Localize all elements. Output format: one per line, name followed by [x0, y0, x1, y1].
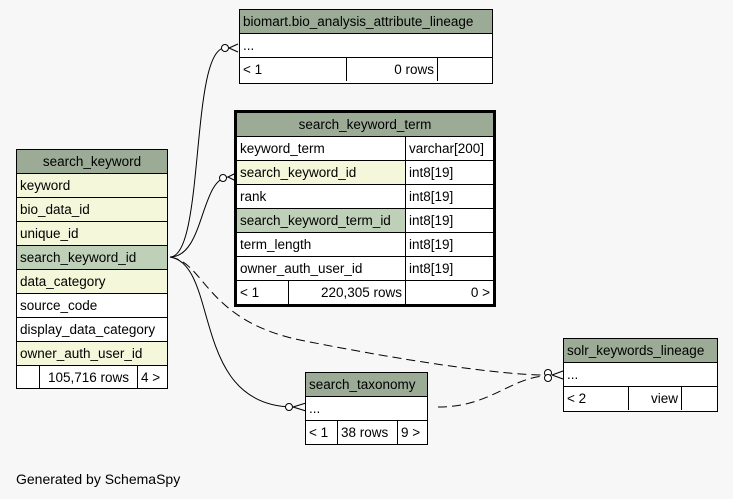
table-stats: < 2 view [564, 387, 717, 410]
column-type: int8[19] [405, 257, 493, 280]
table-search-keyword-term[interactable]: search_keyword_term keyword_term varchar… [234, 110, 496, 307]
table-row: display_data_category [17, 318, 167, 342]
table-row: source_code [17, 294, 167, 318]
row-count: 105,716 rows [39, 366, 137, 389]
table-title[interactable]: search_keyword [17, 150, 167, 174]
column-name: search_keyword_term_id [237, 209, 405, 232]
table-title[interactable]: search_taxonomy [306, 373, 427, 397]
table-search-taxonomy[interactable]: search_taxonomy ... < 1 38 rows 9 > [305, 372, 428, 445]
column-type: varchar[200] [405, 137, 493, 160]
optional-marker [221, 44, 229, 52]
column-name: search_keyword_id [17, 246, 167, 269]
table-row: search_keyword_id [17, 246, 167, 270]
table-row: keyword_term varchar[200] [237, 137, 493, 161]
parents-count[interactable]: < 2 [567, 391, 587, 406]
table-row: unique_id [17, 222, 167, 246]
table-stats: < 1 220,305 rows 0 > [237, 281, 493, 304]
footer-text: Generated by SchemaSpy [16, 471, 181, 487]
column-name: term_length [240, 237, 312, 252]
table-title[interactable]: solr_keywords_lineage [564, 339, 717, 363]
link-keyword-to-lineage [169, 47, 226, 258]
optional-marker [219, 174, 227, 182]
column-name: unique_id [17, 222, 167, 245]
table-stats: < 1 0 rows [240, 58, 492, 81]
table-row: search_keyword_id int8[19] [237, 161, 493, 185]
link-keyword-to-solr [169, 256, 546, 376]
children-count[interactable] [437, 58, 492, 81]
column-name: search_keyword_id [237, 161, 405, 184]
crowfoot-marker [228, 43, 239, 53]
row-count: 220,305 rows [288, 281, 405, 304]
table-bio-analysis-attribute-lineage[interactable]: biomart.bio_analysis_attribute_lineage .… [239, 9, 493, 84]
children-count[interactable]: 9 > [397, 421, 427, 444]
children-count[interactable]: 0 > [405, 281, 493, 304]
table-row: rank int8[19] [237, 185, 493, 209]
table-row: bio_data_id [17, 198, 167, 222]
columns-ellipsis: ... [564, 363, 717, 387]
row-count: 38 rows [337, 421, 397, 444]
table-row: term_length int8[19] [237, 233, 493, 257]
column-type: int8[19] [405, 233, 493, 256]
table-title[interactable]: biomart.bio_analysis_attribute_lineage [240, 10, 492, 34]
parents-count[interactable]: < 1 [243, 62, 263, 77]
table-row: search_keyword_term_id int8[19] [237, 209, 493, 233]
parents-count[interactable]: < 1 [240, 285, 260, 300]
children-count[interactable]: 4 > [137, 366, 167, 389]
row-count: view [628, 387, 681, 410]
crowfoot-marker [292, 402, 307, 412]
parents-count[interactable] [17, 366, 39, 389]
table-row: owner_auth_user_id [17, 342, 167, 366]
table-row: owner_auth_user_id int8[19] [237, 257, 493, 281]
column-name: keyword [17, 174, 167, 197]
column-name: bio_data_id [17, 198, 167, 221]
table-stats: < 1 38 rows 9 > [306, 421, 427, 444]
parents-count[interactable]: < 1 [309, 425, 329, 440]
link-keyword-to-taxonomy [169, 256, 293, 408]
ellipsis-text: ... [309, 401, 321, 416]
optional-marker [285, 403, 293, 411]
column-name: owner_auth_user_id [17, 342, 167, 365]
ellipsis-text: ... [567, 367, 579, 382]
columns-ellipsis: ... [240, 34, 492, 58]
table-search-keyword[interactable]: search_keyword keyword bio_data_id uniqu… [16, 149, 168, 389]
table-row: keyword [17, 174, 167, 198]
column-type: int8[19] [405, 185, 493, 208]
column-type: int8[19] [405, 161, 493, 184]
link-keyword-to-term [169, 176, 230, 258]
row-count: 0 rows [346, 58, 437, 81]
link-taxonomy-to-solr [437, 375, 546, 408]
column-name: display_data_category [20, 322, 156, 337]
table-solr-keywords-lineage[interactable]: solr_keywords_lineage ... < 2 view [563, 338, 718, 412]
optional-marker [544, 374, 552, 382]
column-name: rank [240, 189, 267, 204]
column-name: keyword_term [240, 141, 325, 156]
columns-ellipsis: ... [306, 397, 427, 421]
column-name: source_code [20, 298, 98, 313]
crowfoot-marker [551, 370, 564, 380]
table-row: data_category [17, 270, 167, 294]
column-type: int8[19] [405, 209, 493, 232]
table-stats: 105,716 rows 4 > [17, 366, 167, 389]
column-name: data_category [17, 270, 167, 293]
table-title[interactable]: search_keyword_term [237, 113, 493, 137]
children-count[interactable] [681, 387, 717, 410]
ellipsis-text: ... [243, 38, 255, 53]
column-name: owner_auth_user_id [240, 261, 363, 276]
